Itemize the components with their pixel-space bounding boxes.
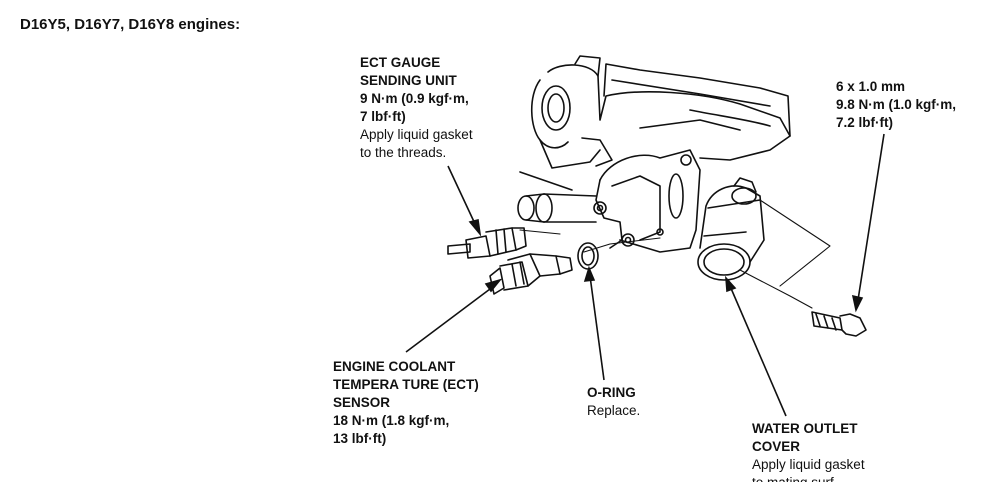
o-ring-part — [577, 242, 599, 270]
o-ring-label: O-RING Replace. — [587, 384, 640, 420]
o-ring-note: Replace. — [587, 403, 641, 418]
ect-sensor-part — [489, 253, 573, 295]
o-ring-title: O-RING — [587, 385, 636, 400]
ect-sensor-torque-1: 18 N·m (1.8 kgf·m, — [333, 413, 450, 428]
bolt-spec-size: 6 x 1.0 mm — [836, 79, 906, 94]
bolt-part — [811, 311, 867, 337]
ect-gauge-label: ECT GAUGE SENDING UNIT 9 N·m (0.9 kgf·m,… — [360, 54, 473, 162]
ect-gauge-note-2: to the threads. — [360, 145, 447, 160]
water-outlet-label: WATER OUTLET COVER Apply liquid gasket — [752, 420, 865, 474]
ect-gauge-note-1: Apply liquid gasket — [360, 127, 473, 142]
bolt-spec-torque-1: 9.8 N·m (1.0 kgf·m, — [836, 97, 957, 112]
page-heading: D16Y5, D16Y7, D16Y8 engines: — [20, 16, 241, 33]
ect-gauge-title-2: SENDING UNIT — [360, 73, 457, 88]
alignment-lines — [519, 199, 831, 309]
bolt-spec-torque-2: 7.2 lbf·ft) — [836, 115, 893, 130]
ect-gauge-title-1: ECT GAUGE — [360, 55, 441, 70]
bolt-spec-label: 6 x 1.0 mm 9.8 N·m (1.0 kgf·m, 7.2 lbf·f… — [836, 78, 956, 132]
water-outlet-note-1: Apply liquid gasket — [752, 457, 865, 472]
ect-sensor-label: ENGINE COOLANT TEMPERA TURE (ECT) SENSOR… — [333, 358, 479, 448]
water-outlet-title-1: WATER OUTLET — [752, 421, 858, 436]
water-outlet-note-cut: to mating surf — [752, 474, 834, 482]
ect-sensor-torque-2: 13 lbf·ft) — [333, 431, 387, 446]
ect-sensor-title-1: ENGINE COOLANT — [333, 359, 456, 374]
cylinder-head-casting — [530, 55, 791, 169]
ect-sensor-title-2: TEMPERA TURE (ECT) — [333, 377, 479, 392]
ect-sensor-title-3: SENSOR — [333, 395, 391, 410]
water-outlet-housing — [517, 149, 701, 253]
ect-gauge-torque-1: 9 N·m (0.9 kgf·m, — [360, 91, 469, 106]
ect-gauge-torque-2: 7 lbf·ft) — [360, 109, 406, 124]
leader-arrows — [405, 133, 885, 417]
water-outlet-title-2: COVER — [752, 439, 801, 454]
water-outlet-cover — [697, 177, 765, 281]
ect-gauge-sending-unit — [447, 227, 527, 259]
